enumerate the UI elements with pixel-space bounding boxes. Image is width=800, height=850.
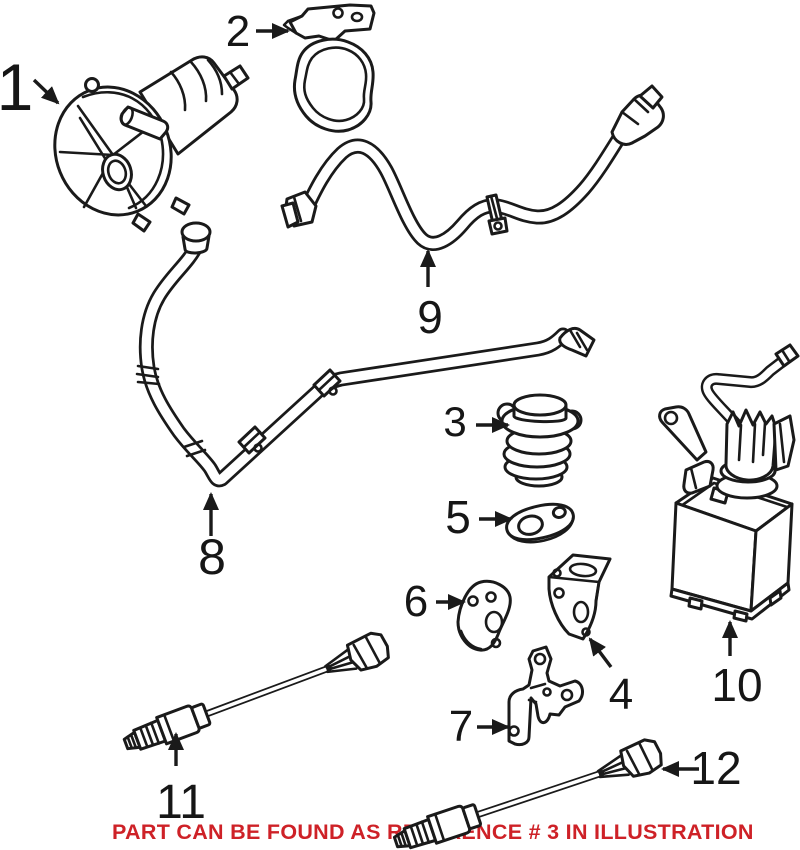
- callout-11-label: 11: [156, 776, 206, 829]
- callout-2-label: 2: [226, 7, 250, 56]
- part-air-pump: [53, 55, 250, 233]
- part-o2-sensor-left: [120, 629, 393, 758]
- callout-8-label: 8: [198, 529, 226, 585]
- part-charcoal-canister: [658, 343, 800, 623]
- part-gasket-plate: [456, 579, 512, 652]
- part-corner-bracket: [547, 553, 612, 641]
- callout-10-label: 10: [711, 659, 762, 711]
- callout-12-label: 12: [690, 742, 741, 794]
- callout-1-label: 1: [0, 50, 33, 124]
- callout-9-label: 9: [417, 291, 443, 343]
- callout-5-label: 5: [445, 491, 471, 543]
- part-check-valve: [496, 393, 583, 488]
- part-hose-upper: [280, 84, 665, 251]
- canister-valve: [724, 408, 778, 482]
- callout-3-label: 3: [443, 398, 466, 445]
- part-gasket-oval: [505, 502, 575, 544]
- callout-4-arrow: [588, 637, 613, 669]
- callout-1-arrow: [32, 78, 60, 105]
- part-hose-long: [135, 221, 596, 488]
- canister-bracket-arm: [658, 405, 708, 462]
- callout-7-label: 7: [449, 702, 473, 751]
- callout-4-label: 4: [609, 670, 633, 719]
- part-pump-gasket: [282, 3, 376, 133]
- callout-6-label: 6: [404, 577, 428, 626]
- part-mount-bracket: [507, 645, 584, 747]
